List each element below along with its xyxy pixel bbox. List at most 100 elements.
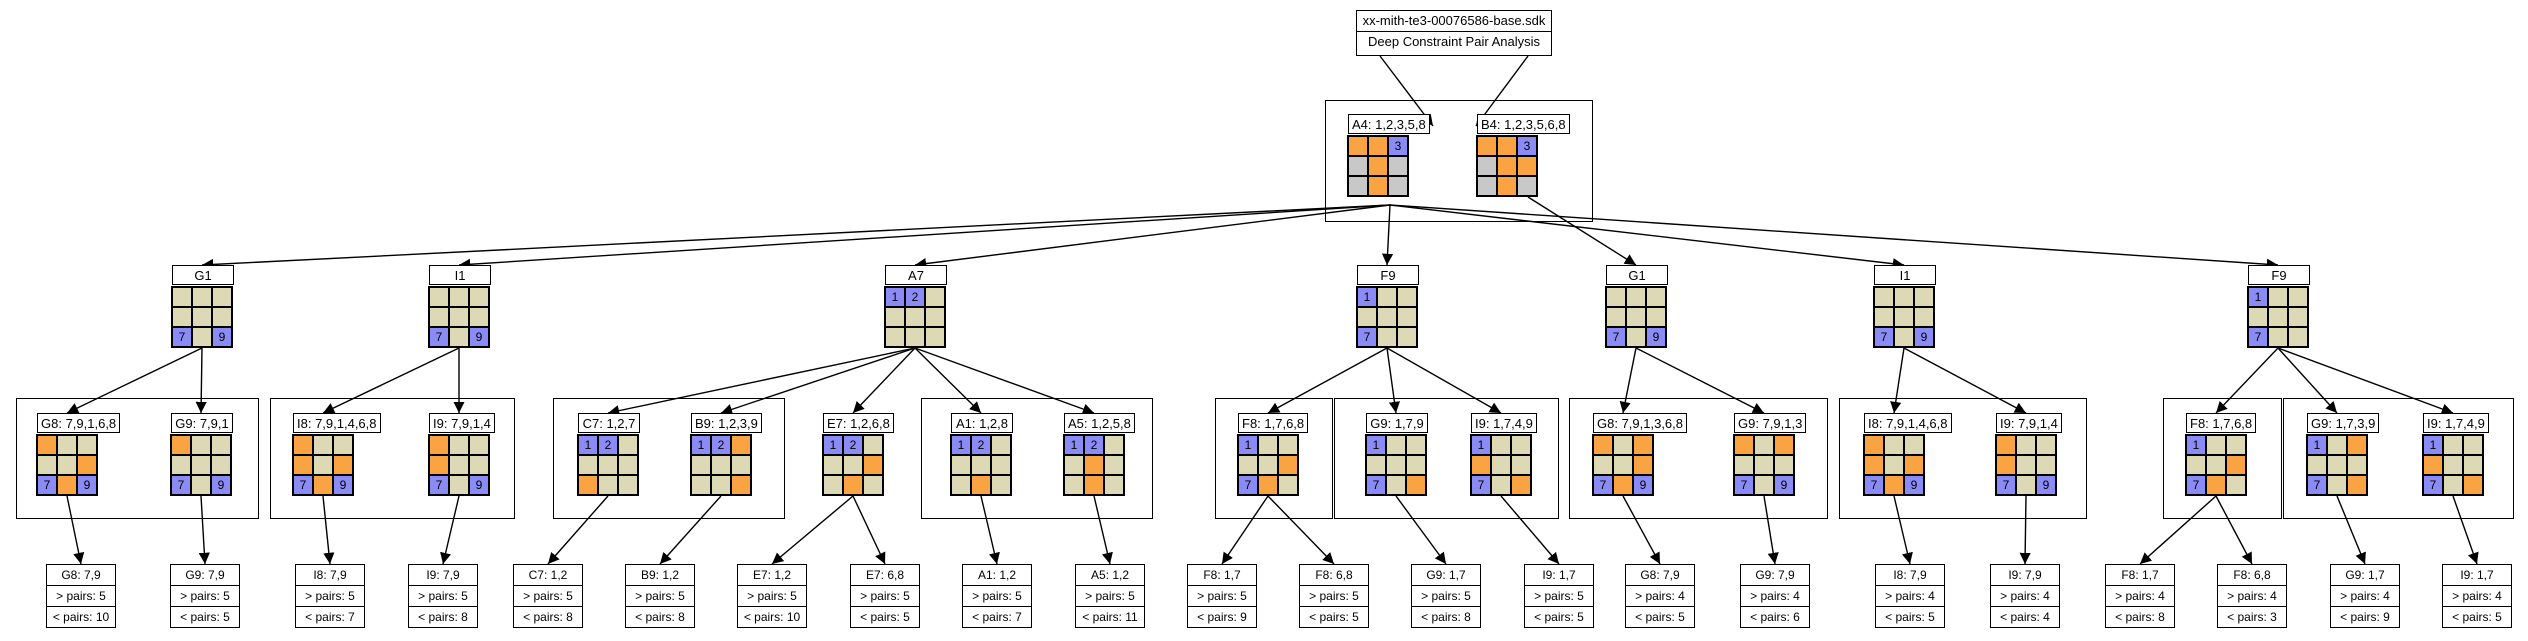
grid-cell bbox=[2036, 455, 2056, 475]
leaf-line: F8: 6,8 bbox=[1315, 568, 1353, 582]
grid-cell: 9 bbox=[212, 327, 232, 347]
grid-cell bbox=[191, 435, 211, 455]
grid-cell: 2 bbox=[905, 287, 925, 307]
node-label-a1: A1: 1,2,8 bbox=[951, 413, 1013, 433]
leaf-line: G8: 7,9 bbox=[61, 568, 101, 582]
edge-g8a-l1 bbox=[66, 495, 85, 565]
node-label-g1a: G1 bbox=[172, 265, 234, 285]
leaf-box-l2: G9: 7,9> pairs: 5< pairs: 5 bbox=[170, 564, 240, 628]
grid-cell bbox=[1511, 435, 1531, 455]
grid-cell bbox=[1471, 455, 1491, 475]
leaf-line: > pairs: 5 bbox=[1300, 585, 1368, 606]
grid-cell bbox=[1377, 307, 1397, 327]
grid-cell bbox=[691, 475, 711, 495]
grid-cell bbox=[2226, 435, 2246, 455]
edge-i9b-l14 bbox=[1500, 495, 1560, 565]
grid-cell bbox=[469, 307, 489, 327]
node-label-a7: A7 bbox=[885, 265, 947, 285]
node-label-g8b: G8: 7,9,1,3,6,8 bbox=[1593, 413, 1688, 433]
leaf-box-l17: I8: 7,9> pairs: 4< pairs: 5 bbox=[1875, 564, 1945, 628]
grid-cell: 7 bbox=[2186, 475, 2206, 495]
grid-cell: 9 bbox=[333, 475, 353, 495]
grid-cell bbox=[1633, 455, 1653, 475]
leaf-line: C7: 1,2 bbox=[528, 568, 568, 582]
grid-cell bbox=[429, 455, 449, 475]
grid-cell: 2 bbox=[843, 435, 863, 455]
grid-cell: 3 bbox=[1517, 136, 1537, 156]
grid-cell bbox=[1517, 156, 1537, 176]
grid-cell: 7 bbox=[1593, 475, 1613, 495]
grid-cell bbox=[1368, 156, 1388, 176]
group-panel-7 bbox=[1334, 398, 1559, 519]
grid-cell bbox=[2288, 307, 2308, 327]
grid-cell: 7 bbox=[1864, 475, 1884, 495]
grid-cell bbox=[429, 435, 449, 455]
leaf-box-l11: F8: 1,7> pairs: 5< pairs: 9 bbox=[1187, 564, 1257, 628]
grid-cell bbox=[1366, 455, 1386, 475]
grid-cell bbox=[1497, 136, 1517, 156]
leaf-box-l5: C7: 1,2> pairs: 5< pairs: 8 bbox=[513, 564, 583, 628]
grid-cell bbox=[1613, 455, 1633, 475]
grid-cell bbox=[2226, 475, 2246, 495]
grid-cell bbox=[1406, 475, 1426, 495]
edge-i9c-l18 bbox=[2019, 495, 2031, 565]
grid-cell bbox=[925, 287, 945, 307]
grid-cell bbox=[1884, 475, 1904, 495]
leaf-line: < pairs: 9 bbox=[1188, 606, 1256, 627]
leaf-line: > pairs: 4 bbox=[1626, 585, 1694, 606]
leaf-line: E7: 6,8 bbox=[865, 568, 905, 582]
edge-g9d-l21 bbox=[2336, 495, 2366, 565]
grid-cell bbox=[1104, 435, 1124, 455]
grid-cell: 7 bbox=[1471, 475, 1491, 495]
grid-cell bbox=[1491, 475, 1511, 495]
leaf-line: I8: 7,9 bbox=[1893, 568, 1927, 582]
grid-cell bbox=[863, 455, 883, 475]
leaf-line: > pairs: 5 bbox=[963, 585, 1031, 606]
edge-b9-l6 bbox=[659, 495, 722, 565]
leaf-line: > pairs: 5 bbox=[1188, 585, 1256, 606]
grid-cell bbox=[578, 475, 598, 495]
leaf-line: > pairs: 4 bbox=[1876, 585, 1944, 606]
leaf-box-l10: A5: 1,2> pairs: 5< pairs: 11 bbox=[1075, 564, 1145, 628]
grid-cell bbox=[1593, 455, 1613, 475]
grid-cell bbox=[429, 287, 449, 307]
leaf-line: < pairs: 8 bbox=[2106, 606, 2174, 627]
edge-hub-f9a bbox=[1381, 204, 1394, 266]
grid-cell bbox=[293, 435, 313, 455]
grid-cell bbox=[2347, 475, 2367, 495]
leaf-line: > pairs: 5 bbox=[1525, 585, 1593, 606]
grid-cell bbox=[2327, 455, 2347, 475]
node-label-g9c: G9: 7,9,1,3 bbox=[1734, 413, 1807, 433]
grid-cell bbox=[2443, 435, 2463, 455]
grid-cell bbox=[1397, 287, 1417, 307]
leaf-box-l14: I9: 1,7> pairs: 5< pairs: 5 bbox=[1524, 564, 1594, 628]
leaf-line: > pairs: 4 bbox=[1991, 585, 2059, 606]
edge-f8b-l19 bbox=[2139, 495, 2217, 565]
node-label-g1b: G1 bbox=[1606, 265, 1668, 285]
grid-cell bbox=[1864, 455, 1884, 475]
grid-cell bbox=[1064, 475, 1084, 495]
candidate-grid-b4: 3 bbox=[1476, 135, 1538, 197]
grid-cell bbox=[1491, 455, 1511, 475]
grid-cell bbox=[2443, 475, 2463, 495]
grid-cell: 7 bbox=[1357, 327, 1377, 347]
grid-cell bbox=[2268, 327, 2288, 347]
node-label-g9b: G9: 1,7,9 bbox=[1366, 413, 1428, 433]
grid-cell bbox=[1613, 475, 1633, 495]
group-panel-11 bbox=[2283, 398, 2514, 519]
grid-cell bbox=[449, 287, 469, 307]
edge-f9a-i9b bbox=[1386, 347, 1502, 414]
edge-f8b-l20 bbox=[2215, 495, 2253, 565]
leaf-line: > pairs: 5 bbox=[296, 585, 364, 606]
leaf-line: > pairs: 4 bbox=[2331, 585, 2399, 606]
leaf-box-l22: I9: 1,7> pairs: 4< pairs: 5 bbox=[2442, 564, 2512, 628]
grid-cell: 2 bbox=[598, 435, 618, 455]
group-panel-3 bbox=[270, 398, 515, 519]
